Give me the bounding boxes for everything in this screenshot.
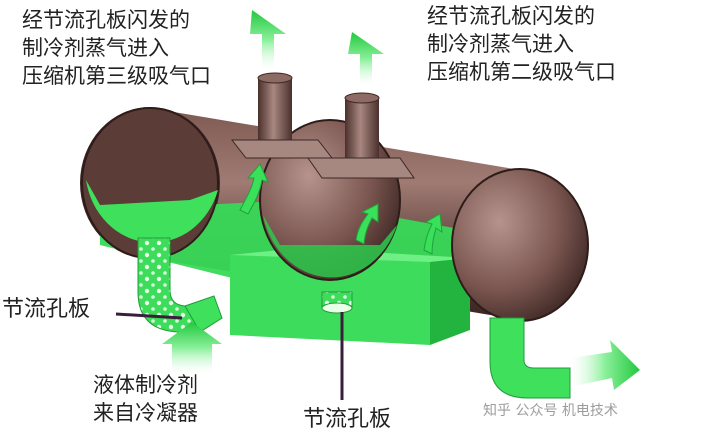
liquid-inlet-label: 液体制冷剂 来自冷凝器 [93,373,198,425]
flow-arrow-icon [162,322,222,374]
third-stage-suction-label: 经节流孔板闪发的 制冷剂蒸气进入 压缩机第三级吸气口 [22,8,211,88]
flow-arrow-icon [570,340,640,390]
vapor-arrow-icon [348,32,384,86]
second-stage-suction-pipe [307,92,415,179]
third-stage-suction-pipe [230,72,334,159]
second-stage-suction-label: 经节流孔板闪发的 制冷剂蒸气进入 压缩机第二级吸气口 [427,4,616,84]
vapor-arrow-icon [239,163,443,255]
watermark: 知乎 公众号 机电技术 [483,403,618,419]
liquid-inlet-pipe [137,237,223,333]
pointer-line [115,312,344,400]
left-end-cap [81,107,219,259]
vapor-arrow-icon [250,10,286,70]
orifice-plate-label-bottom: 节流孔板 [303,407,392,432]
orifice-plate-bottom [321,291,353,314]
liquid-outlet-pipe [489,317,571,399]
orifice-plate-label-left: 节流孔板 [2,297,91,322]
right-end-cap [451,168,589,322]
